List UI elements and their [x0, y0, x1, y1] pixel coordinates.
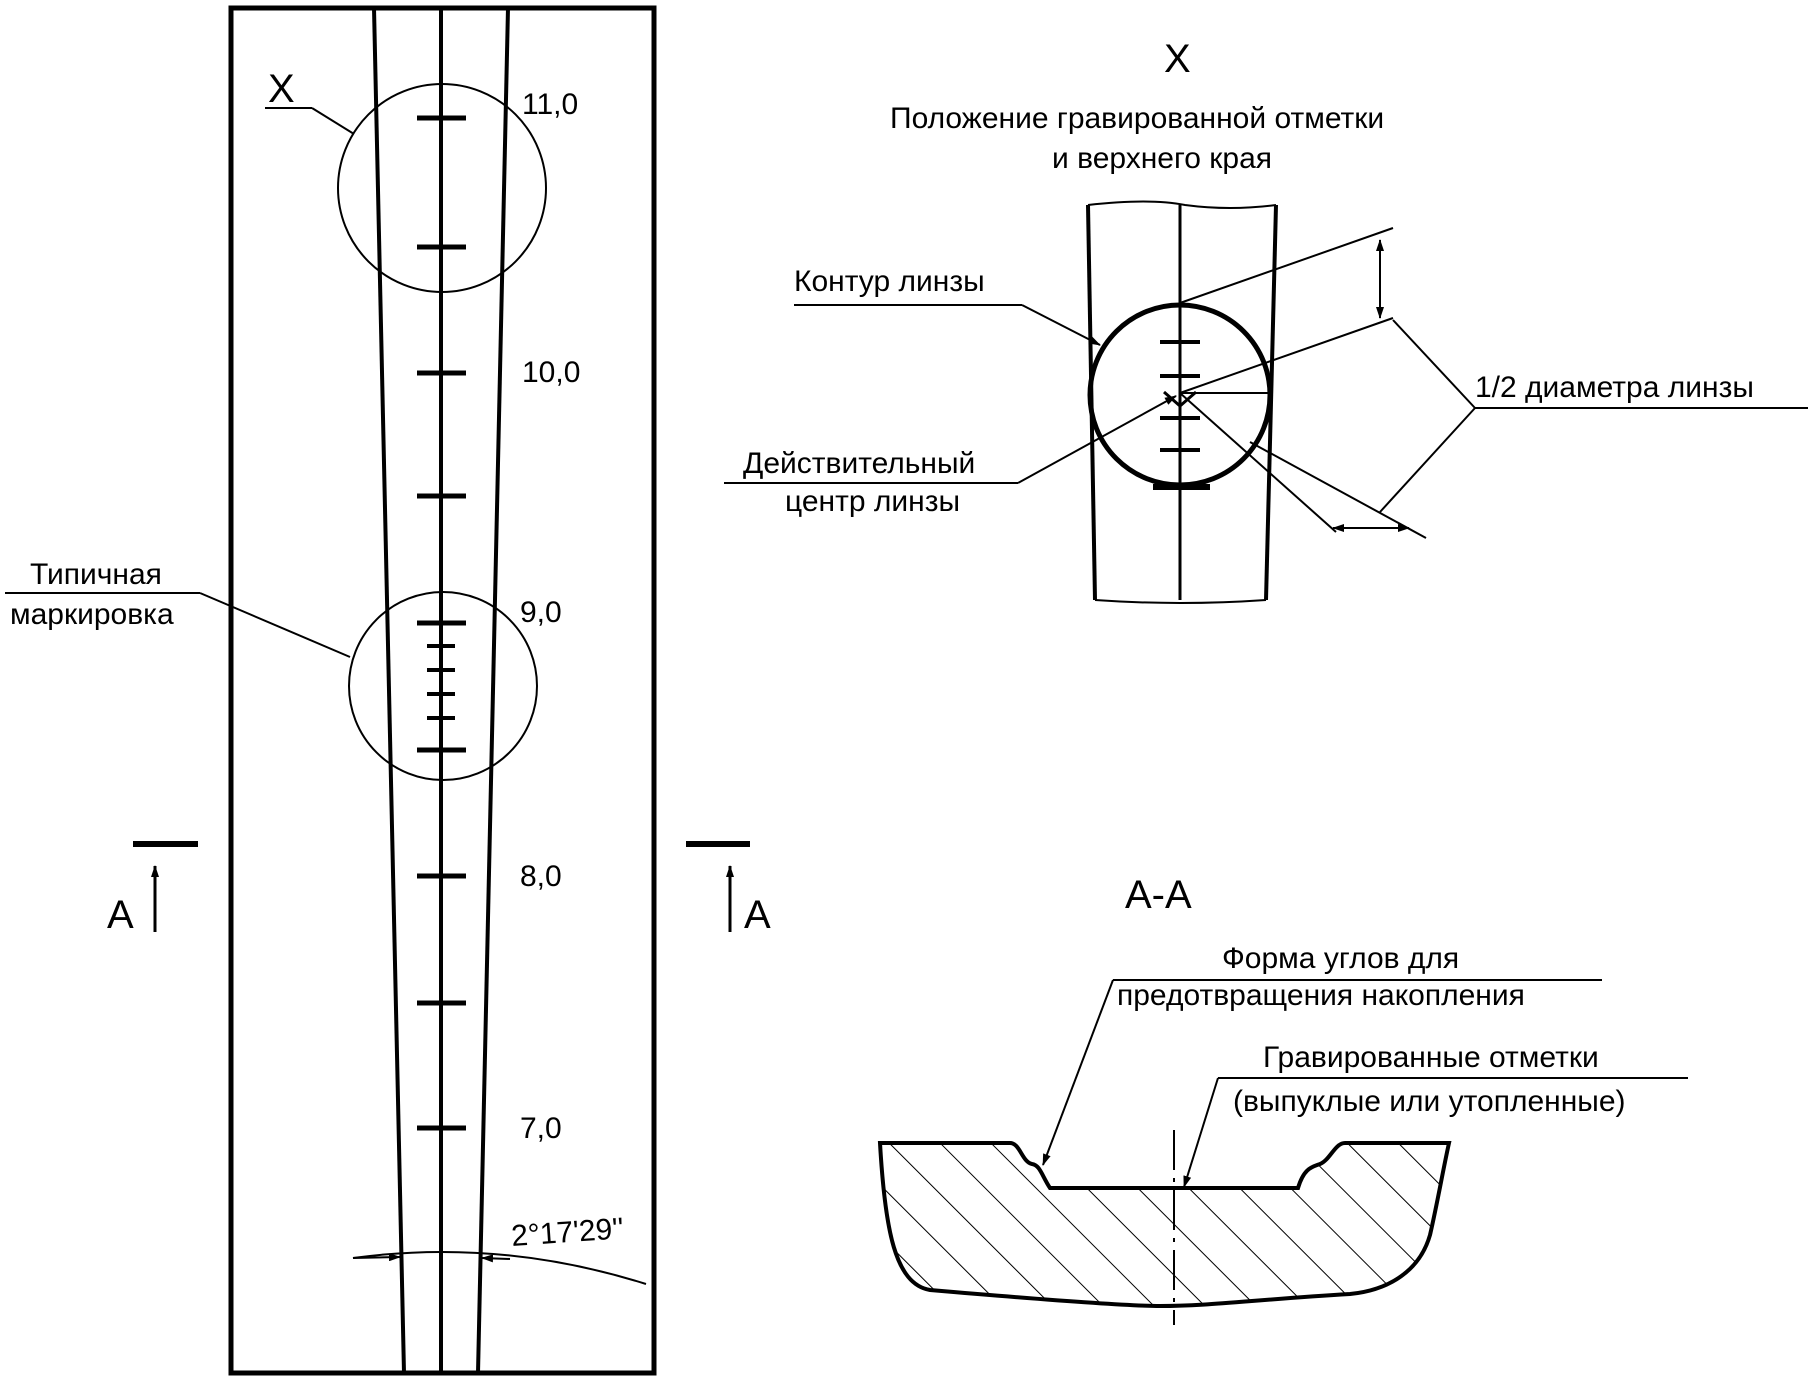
detail-view: Х Положение гравированной отметки и верх…	[724, 37, 1808, 604]
angle-arrow-left	[352, 1253, 401, 1262]
section-marker-right: А	[686, 841, 771, 937]
actual-center-leader	[1017, 395, 1177, 484]
scale-label-7: 7,0	[520, 1112, 562, 1145]
corner-shape-label-1: Форма углов для	[1222, 942, 1459, 975]
engraved-marks-leader	[1183, 1077, 1219, 1188]
section-letter-right: А	[744, 893, 771, 937]
detail-title: Х	[1164, 37, 1191, 81]
detail-subtitle-2: и верхнего края	[1052, 142, 1272, 175]
section-letter-left: А	[107, 893, 134, 937]
section-title: А-А	[1125, 873, 1192, 917]
detail-scale-outline	[1087, 200, 1277, 209]
angle-arrow-right	[481, 1254, 511, 1263]
scale-minor-ticks	[427, 644, 455, 720]
half-diameter-leader-1	[1392, 319, 1476, 409]
scale-view: 11,0 10,0 9,0 8,0 7,0 X Типичная маркиро…	[5, 5, 771, 1376]
scale-right-edge	[476, 7, 510, 1374]
actual-center-label-2: центр линзы	[785, 485, 960, 518]
scale-label-11: 11,0	[522, 88, 578, 121]
typical-marking-leader	[199, 592, 351, 658]
detail-bottom-edge	[1094, 599, 1267, 604]
detail-subtitle-1: Положение гравированной отметки	[890, 102, 1384, 135]
scale-left-edge	[372, 7, 406, 1374]
detail-x-leader	[311, 107, 355, 135]
half-diameter-label: 1/2 диаметра линзы	[1475, 371, 1754, 404]
typical-marking-label-2: маркировка	[10, 598, 174, 631]
scale-major-ticks	[417, 115, 466, 1131]
scale-label-9: 9,0	[520, 596, 562, 629]
dim-extension-upper	[1179, 227, 1394, 304]
typical-marking-circle	[348, 591, 538, 781]
engraved-marks-label-2: (выпуклые или утопленные)	[1233, 1085, 1626, 1118]
lens-contour-leader	[1021, 304, 1101, 346]
lens-contour-label: Контур линзы	[794, 265, 985, 298]
engraved-marks-label-1: Гравированные отметки	[1263, 1041, 1599, 1074]
detail-x-circle	[337, 83, 547, 293]
taper-angle-label: 2°17'29''	[510, 1212, 625, 1253]
section-view: А-А Форма углов для предотвращения накоп…	[877, 873, 1688, 1325]
scale-label-10: 10,0	[522, 356, 580, 389]
actual-center-label-1: Действительный	[743, 447, 975, 480]
dim-diagonal-upper	[1179, 392, 1337, 533]
section-body	[877, 1141, 1452, 1309]
scale-labels: 11,0 10,0 9,0 8,0 7,0	[520, 88, 580, 1145]
dim-diagonal-lower	[1249, 441, 1427, 539]
scale-label-8: 8,0	[520, 860, 562, 893]
corner-shape-leader	[1042, 979, 1114, 1166]
dim-extension-lower	[1179, 317, 1394, 394]
corner-shape-label-2: предотвращения накопления	[1117, 979, 1525, 1012]
detail-x-marker: X	[268, 67, 295, 111]
typical-marking-label-1: Типичная	[30, 558, 162, 591]
section-marker-left: А	[107, 841, 198, 937]
half-diameter-leader-2	[1379, 407, 1476, 513]
